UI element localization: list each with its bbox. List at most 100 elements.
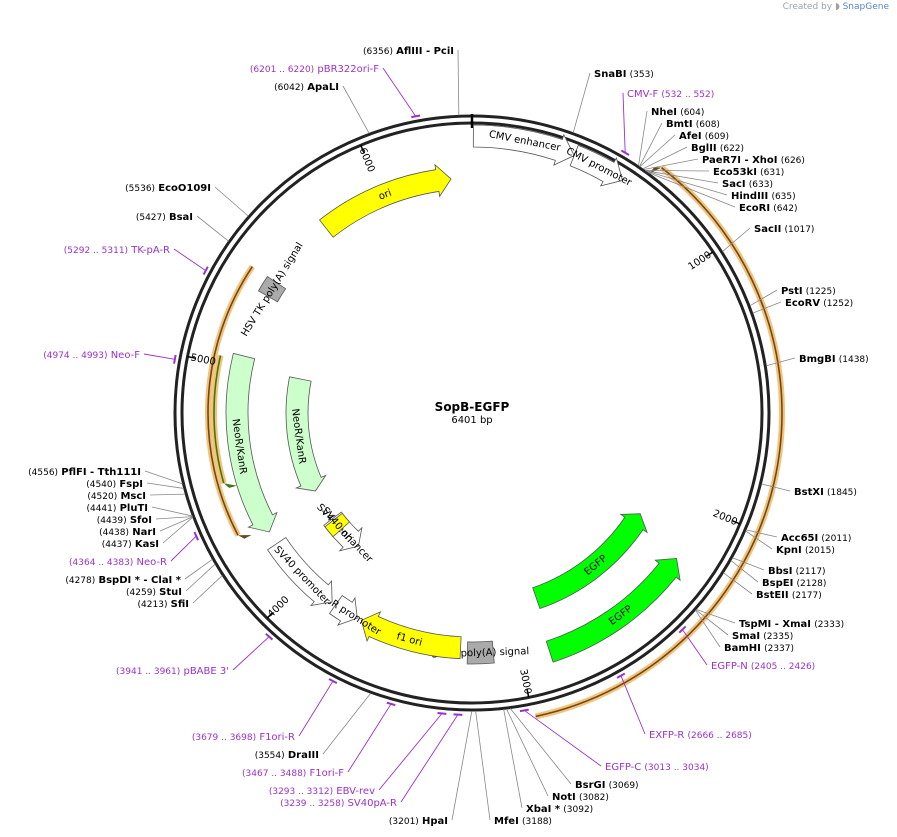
site-label[interactable]: NotI (3082) bbox=[552, 792, 609, 803]
tick-mark bbox=[706, 251, 714, 257]
site-label[interactable]: BspEI (2128) bbox=[762, 578, 826, 589]
primer-range: (3941 .. 3961) bbox=[116, 667, 180, 677]
site-label[interactable]: BamHI (2337) bbox=[724, 643, 794, 654]
primer-label[interactable]: (4974 .. 4993) Neo-F bbox=[43, 350, 140, 361]
primer-label[interactable]: (3467 .. 3488) F1ori-F bbox=[242, 768, 344, 779]
site-name: AfeI bbox=[679, 131, 702, 142]
site-label[interactable]: (6356) AflIII - PciI bbox=[363, 46, 454, 57]
snapgene-credit: Created by ◗ SnapGene bbox=[783, 2, 889, 12]
primer-label[interactable]: EXFP-R (2666 .. 2685) bbox=[649, 730, 752, 741]
site-label[interactable]: (6042) ApaLI bbox=[274, 82, 339, 93]
site-label[interactable]: (5427) BsaI bbox=[136, 212, 193, 223]
site-position: (353) bbox=[630, 70, 654, 80]
site-label[interactable]: SacII (1017) bbox=[754, 224, 814, 235]
site-label[interactable]: Acc65I (2011) bbox=[781, 533, 851, 544]
site-label[interactable]: (4439) SfoI bbox=[97, 515, 152, 526]
site-leader-line bbox=[151, 506, 193, 517]
primer-label[interactable]: (3941 .. 3961) pBABE 3' bbox=[116, 666, 229, 677]
primer-label[interactable]: (3239 .. 3258) SV40pA-R bbox=[280, 798, 397, 809]
primer-label[interactable]: CMV-F (532 .. 552) bbox=[627, 89, 714, 100]
site-label[interactable]: SnaBI (353) bbox=[594, 69, 654, 80]
feature-ori[interactable] bbox=[318, 163, 452, 238]
primer-name: F1ori-F bbox=[310, 768, 345, 779]
feature-hsv-tk-poly-a-signal[interactable] bbox=[257, 275, 287, 303]
site-label[interactable]: SacI (633) bbox=[722, 179, 773, 190]
primer-label[interactable]: (6201 .. 6220) pBR322ori-F bbox=[250, 64, 379, 75]
site-leader-line bbox=[196, 215, 229, 242]
primer-label[interactable]: (3679 .. 3698) F1ori-R bbox=[192, 732, 295, 743]
site-label[interactable]: EcoRV (1252) bbox=[785, 298, 853, 309]
feature-f1-ori[interactable] bbox=[360, 611, 462, 660]
feature-egfp[interactable] bbox=[545, 558, 681, 663]
feature-sv40-ori[interactable] bbox=[324, 512, 351, 538]
site-label[interactable]: (4278) BspDI * - ClaI * bbox=[65, 575, 181, 586]
feature-cmv-promoter[interactable] bbox=[569, 144, 623, 187]
site-label[interactable]: BstXI (1845) bbox=[794, 487, 857, 498]
site-label[interactable]: PstI (1225) bbox=[781, 286, 836, 297]
primer-name: CMV-F bbox=[627, 89, 658, 100]
primer-label[interactable]: (5292 .. 5311) TK-pA-R bbox=[64, 245, 170, 256]
site-label[interactable]: (4441) PluTI bbox=[86, 503, 148, 514]
site-label[interactable]: BsrGI (3069) bbox=[575, 780, 639, 791]
site-label[interactable]: (4213) SfiI bbox=[138, 599, 189, 610]
tick-mark bbox=[266, 611, 274, 619]
site-label[interactable]: Eco53kI (631) bbox=[713, 167, 784, 178]
credit-brand: SnapGene bbox=[842, 2, 889, 12]
primer-label[interactable]: (4364 .. 4383) Neo-R bbox=[69, 557, 167, 568]
site-label[interactable]: NheI (604) bbox=[651, 107, 704, 118]
site-label[interactable]: XbaI * (3092) bbox=[526, 804, 593, 815]
primer-leader-line bbox=[622, 92, 626, 153]
site-label[interactable]: BmtI (608) bbox=[666, 119, 720, 130]
site-label[interactable]: BglII (622) bbox=[691, 143, 744, 154]
site-label[interactable]: KpnI (2015) bbox=[776, 545, 835, 556]
site-label[interactable]: (4556) PflFI - Tth111I bbox=[28, 467, 141, 478]
site-label[interactable]: BstEII (2177) bbox=[756, 590, 822, 601]
site-label[interactable]: (4438) NarI bbox=[99, 527, 156, 538]
feature-neor-kanr[interactable] bbox=[225, 352, 278, 533]
feature-sv40-promoter[interactable] bbox=[266, 537, 333, 607]
primer-mark bbox=[386, 701, 396, 707]
site-position: (3069) bbox=[609, 781, 639, 791]
plasmid-length: 6401 bp bbox=[451, 415, 492, 426]
site-position: (2333) bbox=[814, 620, 844, 630]
site-label[interactable]: TspMI - XmaI (2333) bbox=[739, 619, 844, 630]
site-label[interactable]: SmaI (2335) bbox=[732, 631, 793, 642]
site-leader-line bbox=[159, 516, 193, 532]
site-label[interactable]: (4540) FspI bbox=[86, 479, 143, 490]
site-name: BmgBI bbox=[799, 354, 836, 365]
primer-leader-line bbox=[382, 67, 417, 117]
primer-name: Neo-F bbox=[111, 350, 141, 361]
site-leader-line bbox=[645, 170, 728, 196]
site-label[interactable]: AfeI (609) bbox=[679, 131, 729, 142]
site-label[interactable]: (4259) StuI bbox=[126, 587, 182, 598]
site-label[interactable]: EcoRI (642) bbox=[739, 203, 797, 214]
primer-range: (5292 .. 5311) bbox=[64, 246, 128, 256]
site-label[interactable]: (4520) MscI bbox=[87, 491, 146, 502]
site-label[interactable]: BbsI (2117) bbox=[768, 566, 826, 577]
feature-egfp[interactable] bbox=[532, 513, 648, 610]
feature-neor-kanr[interactable] bbox=[285, 376, 327, 492]
site-label[interactable]: (5536) EcoO109I bbox=[125, 183, 211, 194]
site-label[interactable]: (4437) KasI bbox=[102, 539, 159, 550]
site-label[interactable]: (3201) HpaI bbox=[389, 816, 448, 827]
orf-arc-core bbox=[213, 355, 225, 484]
feature-cmv-enhancer[interactable] bbox=[472, 124, 575, 166]
feature-sv40-poly-a-signal[interactable] bbox=[466, 640, 495, 665]
site-name: MfeI bbox=[494, 816, 519, 827]
plasmid-name: SopB-EGFP bbox=[435, 400, 510, 414]
site-label[interactable]: BmgBI (1438) bbox=[799, 354, 869, 365]
feature-ampr-promoter[interactable] bbox=[328, 595, 358, 626]
primer-mark bbox=[678, 625, 687, 634]
primer-label[interactable]: EGFP-N (2405 .. 2426) bbox=[711, 661, 815, 672]
site-label[interactable]: PaeR7I - XhoI (626) bbox=[702, 155, 805, 166]
site-name: SacI bbox=[722, 179, 746, 190]
site-name: SfiI bbox=[171, 599, 189, 610]
site-label[interactable]: (3554) DraIII bbox=[255, 750, 319, 761]
site-label[interactable]: HindIII (635) bbox=[731, 191, 796, 202]
primer-label[interactable]: EGFP-C (3013 .. 3034) bbox=[605, 762, 709, 773]
primer-mark bbox=[328, 678, 338, 684]
primer-name: F1ori-R bbox=[259, 732, 295, 743]
primer-label[interactable]: (3293 .. 3312) EBV-rev bbox=[269, 786, 375, 797]
site-label[interactable]: MfeI (3188) bbox=[494, 816, 552, 827]
orf-layer bbox=[205, 165, 785, 720]
